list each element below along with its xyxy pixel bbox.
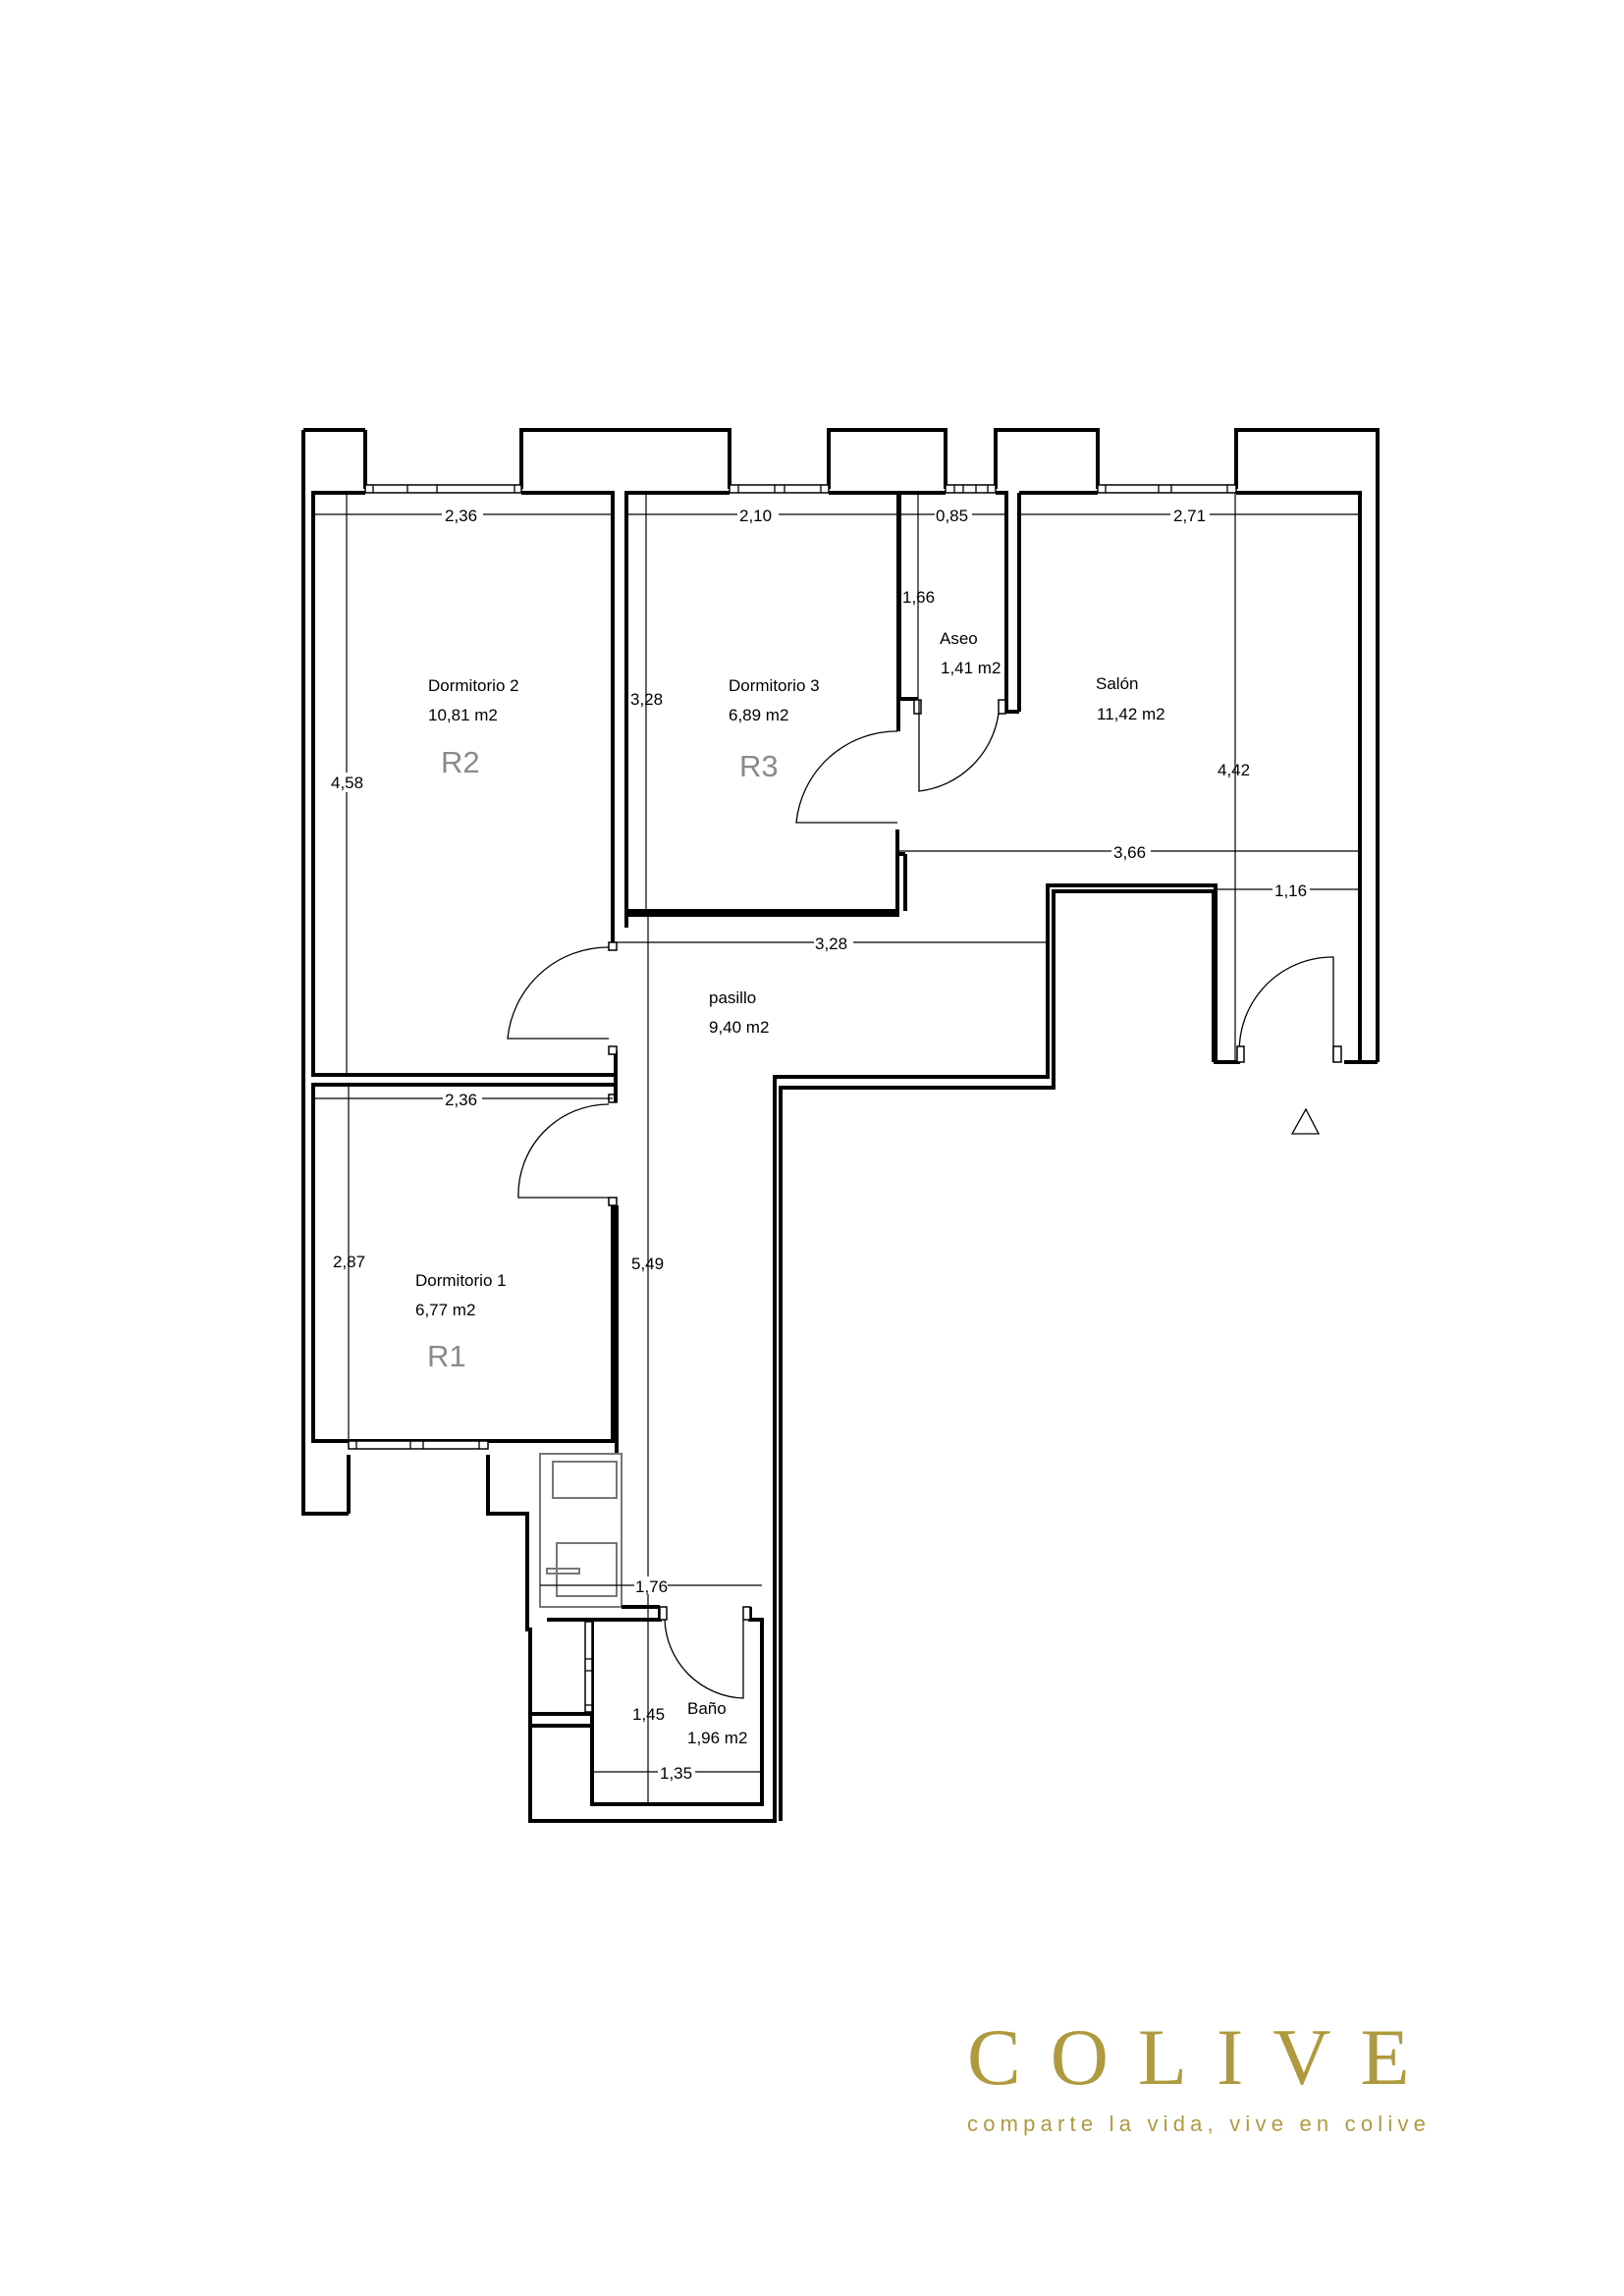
room-name-aseo: Aseo [940, 629, 978, 648]
room-aseo [897, 484, 1021, 715]
room-area-bano: 1,96 m2 [687, 1729, 747, 1747]
dim-pasillo-width: 3,28 [815, 934, 847, 953]
room-name-dormitorio-1: Dormitorio 1 [415, 1271, 507, 1290]
dim-d3-width: 2,10 [739, 507, 772, 525]
dim-d2-width: 2,36 [445, 507, 477, 525]
dim-d1-height: 2,87 [333, 1253, 365, 1271]
room-area-dormitorio-1: 6,77 m2 [415, 1301, 475, 1319]
door-aseo [918, 700, 1000, 792]
room-area-aseo: 1,41 m2 [941, 659, 1001, 677]
room-name-dormitorio-2: Dormitorio 2 [428, 676, 519, 695]
door-dormitorio-3 [795, 730, 898, 824]
room-code-r1: R1 [427, 1339, 466, 1373]
dim-kitchen-width: 1,76 [635, 1577, 668, 1596]
door-entrance [1238, 956, 1334, 1063]
door-bano [664, 1619, 744, 1699]
dim-d1-width: 2,36 [445, 1091, 477, 1109]
room-dormitorio-3 [624, 484, 900, 913]
room-code-r3: R3 [739, 749, 779, 783]
outer-wall [301, 428, 1380, 1823]
dim-d2-height: 4,58 [331, 774, 363, 792]
door-swings [507, 700, 1342, 1699]
room-area-dormitorio-2: 10,81 m2 [428, 706, 498, 724]
room-name-pasillo: pasillo [709, 988, 756, 1007]
dim-pasillo-height: 5,49 [631, 1255, 664, 1273]
room-name-bano: Baño [687, 1699, 727, 1718]
room-dormitorio-1 [311, 1083, 619, 1454]
door-dormitorio-2 [507, 946, 610, 1040]
room-bano [530, 1605, 764, 1806]
dim-aseo-height: 1,66 [902, 588, 935, 607]
room-pasillo [608, 829, 907, 1103]
dim-bano-width: 1,35 [660, 1764, 692, 1783]
dim-salon-height: 4,42 [1218, 761, 1250, 779]
dimension-labels: 2,36 4,58 2,10 3,28 0,85 1,66 2,71 4,42 … [327, 506, 1310, 1783]
room-name-dormitorio-3: Dormitorio 3 [729, 676, 820, 695]
dim-bano-height: 1,45 [632, 1705, 665, 1724]
brand-tagline: comparte la vida, vive en colive [967, 2111, 1432, 2136]
brand-block: COLIVE comparte la vida, vive en colive [967, 2017, 1478, 2137]
dim-salon-width: 2,71 [1173, 507, 1206, 525]
dim-d3-height: 3,28 [630, 690, 663, 709]
door-dormitorio-1 [517, 1103, 610, 1199]
room-labels: Dormitorio 2 10,81 m2 R2 Dormitorio 3 6,… [415, 629, 1165, 1747]
room-name-salon: Salón [1096, 674, 1138, 693]
dim-aseo-width: 0,85 [936, 507, 968, 525]
room-code-r2: R2 [441, 745, 480, 779]
dim-salon-full-width: 3,66 [1113, 843, 1146, 862]
room-salon [779, 484, 1362, 1821]
dim-entry-width: 1,16 [1274, 881, 1307, 900]
room-area-salon: 11,42 m2 [1097, 705, 1165, 723]
entrance-triangle-icon [1290, 1107, 1321, 1135]
room-area-pasillo: 9,40 m2 [709, 1018, 769, 1037]
brand-logo: COLIVE [967, 2012, 1439, 2102]
room-area-dormitorio-3: 6,89 m2 [729, 706, 788, 724]
dimension-lines [313, 493, 1360, 1804]
kitchen-unit [539, 1453, 623, 1608]
